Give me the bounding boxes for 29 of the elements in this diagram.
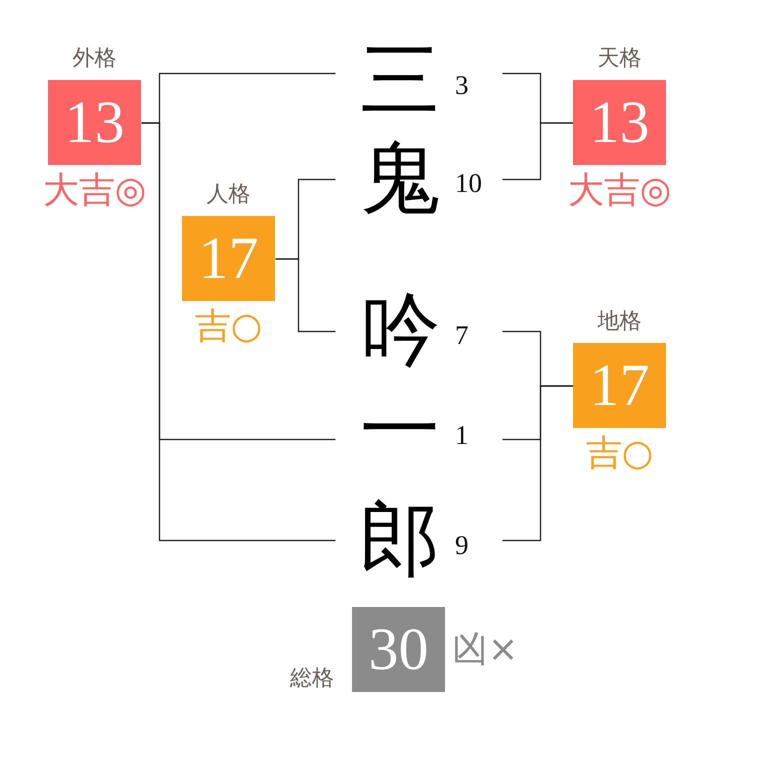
- fortune-category-label: 地格: [598, 309, 642, 335]
- stroke-count: 7: [455, 320, 468, 350]
- stroke-count: 3: [455, 70, 468, 100]
- score-box: 13: [573, 80, 666, 165]
- fortune-category-label: 天格: [598, 46, 642, 72]
- score-box: 17: [573, 343, 666, 428]
- fortune-rating: 大吉◎: [568, 171, 672, 211]
- name-character: 鬼: [360, 138, 440, 218]
- name-character: 郎: [360, 500, 440, 580]
- fortune-category-label: 人格: [206, 182, 250, 208]
- bracket-line: [502, 385, 574, 542]
- name-character: 一: [360, 390, 440, 470]
- stroke-count: 1: [455, 420, 468, 450]
- bracket-line: [276, 258, 336, 332]
- bracket-line: [502, 122, 574, 180]
- score-box: 30: [352, 607, 445, 692]
- score-box: 17: [182, 216, 275, 301]
- fortune-rating: 凶×: [452, 630, 518, 670]
- bracket-line: [142, 122, 336, 542]
- stroke-count: 10: [455, 168, 482, 198]
- fortune-rating: 吉○: [586, 434, 654, 474]
- fortune-rating: 吉○: [194, 307, 262, 347]
- name-character: 三: [360, 40, 440, 120]
- fortune-category-label: 総格: [290, 666, 334, 692]
- fortune-rating: 大吉◎: [42, 171, 146, 211]
- stroke-count: 9: [455, 530, 468, 560]
- fortune-category-label: 外格: [72, 46, 116, 72]
- score-box: 13: [48, 80, 141, 165]
- name-character: 吟: [360, 290, 440, 370]
